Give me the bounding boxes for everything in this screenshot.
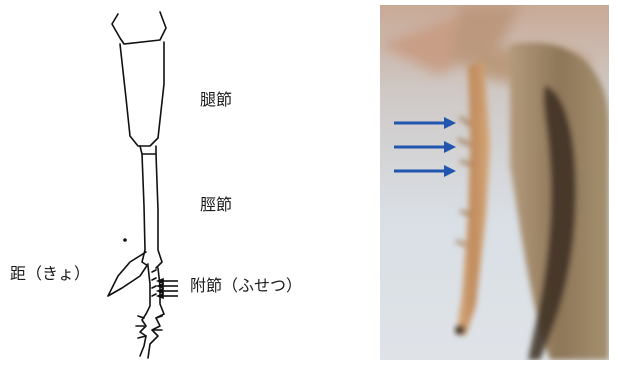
label-tarsus: 附節（ふせつ）	[190, 278, 302, 294]
label-tibia: 脛節	[200, 197, 232, 213]
tarsus-indicator-lines	[158, 279, 178, 298]
tibia-outline	[142, 154, 162, 268]
knee-joint	[140, 146, 156, 154]
label-femur: 腿節	[200, 92, 232, 108]
photo-render	[380, 5, 609, 360]
leg-line-drawing	[0, 0, 380, 365]
leg-photograph	[380, 5, 609, 360]
coxa-outline	[112, 12, 166, 44]
femur-outline	[120, 42, 164, 146]
tarsus-spines	[152, 270, 156, 296]
label-spur: 距（きょ）	[10, 266, 90, 282]
spur-outline	[108, 252, 148, 296]
